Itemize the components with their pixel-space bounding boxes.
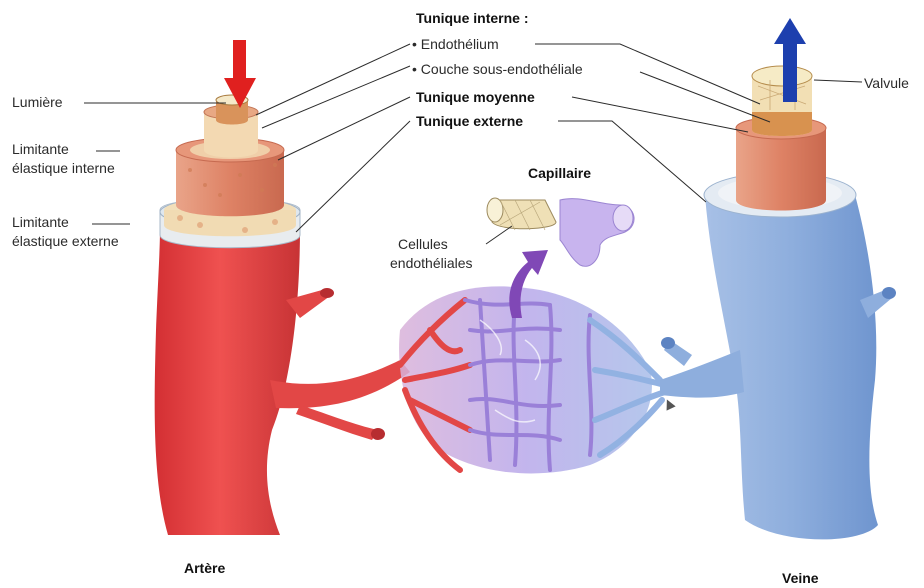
label-valvule: Valvule [864, 75, 909, 92]
label-cellules-line1: Cellules [398, 236, 448, 253]
label-lumiere: Lumière [12, 94, 63, 111]
vein-branch-lower [660, 350, 744, 398]
capillary-bed [399, 286, 665, 473]
label-cellules-line2: endothéliales [390, 255, 473, 272]
vein-valve [752, 66, 812, 86]
capillary-cutaway [487, 198, 634, 266]
label-capillaire: Capillaire [528, 165, 591, 182]
artery [155, 95, 410, 535]
vein-tunica-media [736, 128, 826, 211]
vein [660, 66, 896, 539]
label-limitante-interne-line1: Limitante [12, 141, 69, 158]
label-limitante-interne-line2: élastique interne [12, 160, 115, 177]
label-limitante-externe-line1: Limitante [12, 214, 69, 231]
label-tunique-interne: Tunique interne : [416, 10, 529, 27]
label-tunique-externe: Tunique externe [416, 113, 523, 130]
label-tunique-moyenne: Tunique moyenne [416, 89, 535, 106]
label-endothelium: • Endothélium [412, 36, 499, 53]
artery-branch-lower [270, 360, 410, 408]
label-artere: Artère [184, 560, 225, 577]
label-veine: Veine [782, 570, 819, 587]
label-couche-sous-endotheliale: • Couche sous-endothéliale [412, 61, 583, 78]
label-limitante-externe-line2: élastique externe [12, 233, 119, 250]
